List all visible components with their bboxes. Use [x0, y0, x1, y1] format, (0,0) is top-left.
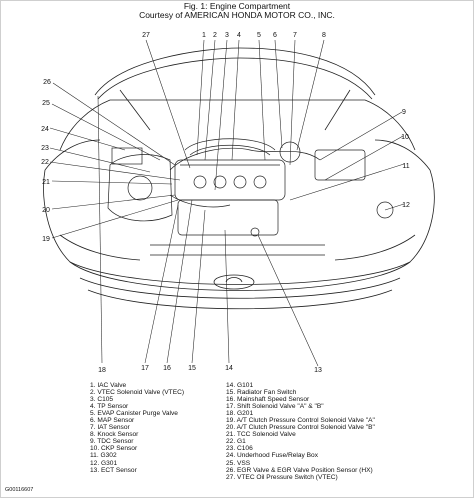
callout-number-5: 5: [257, 32, 261, 39]
engine-outline: [107, 138, 394, 237]
legend-item: 27. VTEC Oil Pressure Switch (VTEC): [226, 473, 338, 481]
legend-left-column: 1. IAC Valve 2. VTEC Solenoid Valve (VTE…: [90, 382, 222, 474]
legend-item: 15. Radiator Fan Switch: [226, 389, 297, 397]
callout-number-2: 2: [213, 32, 217, 39]
callout-number-10: 10: [401, 134, 409, 141]
callout-number-21: 21: [42, 179, 50, 186]
callout-number-11: 11: [402, 163, 409, 170]
legend-item: 3. C105: [90, 396, 114, 404]
callout-number-7: 7: [293, 32, 297, 39]
callout-number-13: 13: [314, 367, 322, 374]
legend-item: 20. A/T Clutch Pressure Control Solenoid…: [226, 424, 375, 432]
legend-item: 16. Mainshaft Speed Sensor: [226, 396, 310, 404]
vehicle-outline: [43, 47, 435, 310]
callout-number-25: 25: [42, 100, 50, 107]
leader-lines: [49, 39, 405, 367]
legend-item: 19. A/T Clutch Pressure Control Solenoid…: [226, 417, 375, 425]
callout-number-16: 16: [163, 365, 171, 372]
callout-number-14: 14: [225, 365, 233, 372]
legend-item: 18. G201: [226, 410, 254, 418]
legend-item: 13. ECT Sensor: [90, 466, 137, 474]
figure-credit: Courtesy of AMERICAN HONDA MOTOR CO., IN…: [139, 10, 335, 20]
legend-item: 4. TP Sensor: [90, 403, 129, 411]
legend-item: 5. EVAP Canister Purge Valve: [90, 410, 178, 418]
callout-number-26: 26: [43, 79, 51, 86]
callout-number-19: 19: [42, 236, 50, 243]
legend-item: 14. G101: [226, 382, 254, 389]
legend-item: 25. VSS: [226, 459, 251, 467]
legend-item: 22. G1: [226, 438, 246, 446]
callout-number-3: 3: [225, 32, 229, 39]
legend-item: 6. MAP Sensor: [90, 417, 135, 425]
legend-item: 24. Underhood Fuse/Relay Box: [226, 452, 319, 460]
callout-number-17: 17: [141, 365, 149, 372]
legend-item: 1. IAC Valve: [90, 382, 127, 389]
callout-number-23: 23: [41, 145, 49, 152]
legend-item: 9. TDC Sensor: [90, 438, 134, 446]
legend-item: 23. C106: [226, 445, 253, 453]
callout-number-27: 27: [142, 32, 150, 39]
legend-item: 2. VTEC Solenoid Valve (VTEC): [90, 389, 185, 397]
legend-item: 11. G302: [90, 452, 117, 460]
legend-item: 8. Knock Sensor: [90, 431, 139, 439]
callout-number-22: 22: [41, 159, 49, 166]
legend-item: 17. Shift Solenoid Valve "A" & "B": [226, 403, 324, 411]
callout-number-12: 12: [402, 202, 410, 209]
callout-number-6: 6: [273, 32, 277, 39]
legend-item: 10. CKP Sensor: [90, 445, 138, 453]
callout-number-4: 4: [237, 32, 241, 39]
callout-number-8: 8: [322, 32, 326, 39]
callout-number-1: 1: [202, 32, 206, 39]
callout-number-9: 9: [402, 109, 406, 116]
legend-item: 21. TCC Solenoid Valve: [226, 431, 296, 439]
callout-number-18: 18: [98, 367, 106, 374]
legend-item: 26. EGR Valve & EGR Valve Position Senso…: [226, 466, 373, 474]
callout-number-15: 15: [188, 365, 196, 372]
legend-item: 12. G301: [90, 459, 118, 467]
callout-number-24: 24: [41, 126, 49, 133]
figure-title: Fig. 1: Engine Compartment: [183, 1, 291, 11]
legend-item: 7. IAT Sensor: [90, 424, 130, 432]
legend-right-column: 14. G101 15. Radiator Fan Switch 16. Mai…: [226, 382, 446, 481]
callout-number-20: 20: [42, 207, 50, 214]
figure-code: G00116607: [5, 487, 34, 493]
